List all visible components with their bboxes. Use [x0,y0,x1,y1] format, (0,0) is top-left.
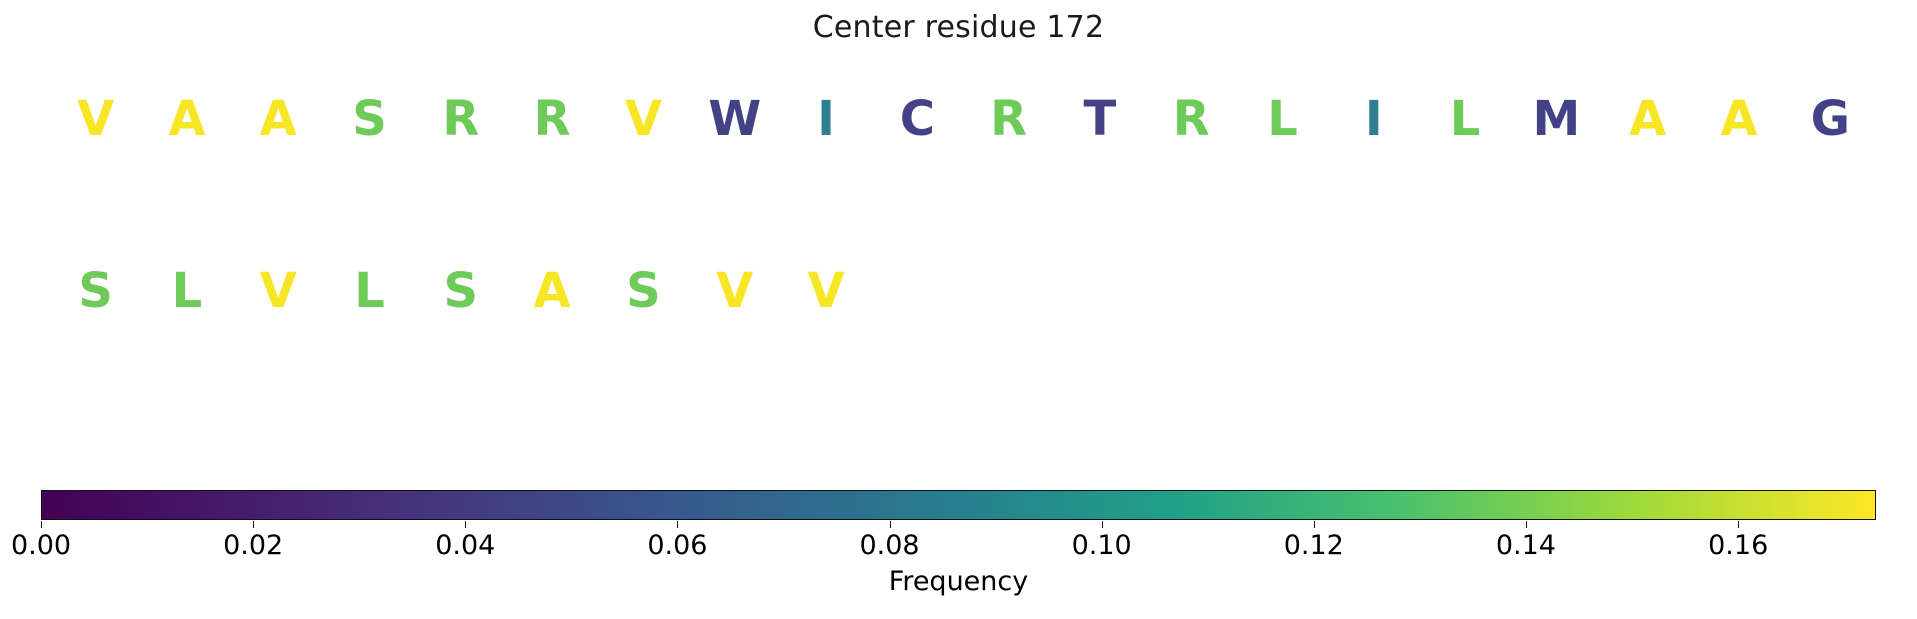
colorbar-tick [465,521,467,528]
residue-letter: A [1629,91,1667,147]
residue-letter: L [354,263,385,319]
colorbar-tick [889,521,891,528]
residue-letter: S [443,263,479,319]
colorbar-tick-label: 0.16 [1708,530,1769,561]
colorbar-tick [1525,521,1527,528]
residue-letter: L [1449,91,1481,147]
colorbar-tick-label: 0.10 [1071,530,1132,561]
colorbar-tick-label: 0.04 [435,530,496,561]
residue-letter: R [533,91,571,147]
residue-letter: R [990,91,1028,147]
residue-letter: L [171,263,203,319]
colorbar-tick [1313,521,1315,528]
residue-letter: I [1364,91,1383,147]
residue-letter: R [442,91,480,147]
residue-letter: C [899,91,935,147]
residue-letter: S [626,263,661,319]
residue-letter: R [1172,91,1210,147]
residue-letter: V [807,263,845,319]
residue-letter: V [259,263,297,319]
residue-letter: V [624,91,662,147]
residue-letter: V [77,91,115,147]
page-title: Center residue 172 [812,10,1105,45]
residue-letter: S [352,91,387,147]
colorbar-tick [253,521,255,528]
residue-letter: W [708,91,762,147]
residue-letter: V [716,263,754,319]
colorbar-tick-label: 0.12 [1283,530,1344,561]
residue-letter: L [1267,91,1298,147]
colorbar-tick [677,521,679,528]
colorbar-tick-label: 0.02 [223,530,284,561]
colorbar-tick [1738,521,1740,528]
colorbar-tick-label: 0.06 [647,530,708,561]
colorbar-tick-label: 0.08 [859,530,920,561]
residue-letter: G [1810,91,1850,147]
colorbar-axis-label: Frequency [888,566,1029,597]
residue-letter: T [1083,91,1117,147]
residue-letter: A [533,263,571,319]
colorbar-tick [41,521,42,528]
colorbar-tick-label: 0.00 [10,530,72,561]
colorbar: 0.00 0.02 0.04 0.06 0.08 0.10 0.12 0.14 0.16 [11,490,1876,561]
colorbar-gradient [41,490,1876,520]
colorbar-tick [1101,521,1103,528]
residue-letter: M [1532,91,1581,147]
residue-letter: A [168,91,206,147]
residue-letter: A [259,91,297,147]
residue-letter: S [78,263,113,319]
colorbar-tick-label: 0.14 [1495,530,1556,561]
residue-letter: A [1720,91,1758,147]
residue-letter: I [817,91,835,147]
